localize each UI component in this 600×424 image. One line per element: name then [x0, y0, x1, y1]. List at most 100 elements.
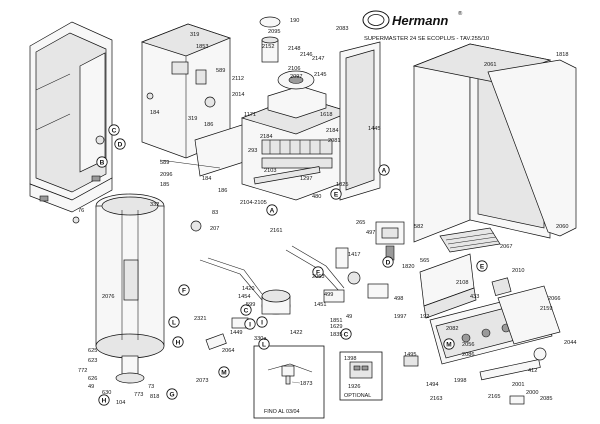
side-frame-panel — [29, 21, 113, 224]
optional-box: 1398 1926 OPTIONAL — [339, 351, 383, 401]
callout-a: A — [378, 164, 390, 176]
part-label: 772 — [78, 368, 87, 374]
part-label: 2165 — [488, 394, 500, 400]
part-label: 184 — [150, 110, 159, 116]
part-label: 480 — [312, 194, 321, 200]
part-label: 1825 — [336, 182, 348, 188]
callout-l-10: L — [258, 338, 270, 350]
callout-letter: I — [261, 319, 263, 326]
callout-c: C — [108, 124, 120, 136]
burner-exchanger-assembly — [240, 16, 352, 201]
callout-h: H — [172, 336, 184, 348]
callout-letter: L — [172, 319, 176, 326]
part-label: 2145 — [314, 72, 326, 78]
part-label: 2086 — [462, 352, 474, 358]
part-label: 1853 — [196, 44, 208, 50]
part-label: 1618 — [320, 112, 332, 118]
callout-e: E — [476, 260, 488, 272]
callout-a-2: A — [266, 204, 278, 216]
callout-letter: M — [446, 341, 451, 348]
part-label: 2085 — [540, 396, 552, 402]
callout-letter: C — [344, 331, 349, 338]
part-label: 2112 — [232, 76, 244, 82]
model-line: SUPERMASTER 24 SE ECOPLUS - TAV.255/10 — [364, 36, 489, 42]
inset-box-fino-al: 1873 FINO AL 03/04 — [253, 345, 325, 419]
callout-letter: D — [386, 259, 391, 266]
registered-mark: ® — [458, 10, 463, 17]
callout-letter: E — [480, 263, 485, 270]
part-label: 2104-2105 — [240, 200, 267, 206]
part-label: 2044 — [564, 340, 576, 346]
part-label: 73 — [148, 384, 154, 390]
callout-g: G — [166, 388, 178, 400]
part-label: 1629 — [330, 324, 342, 330]
part-label: 319 — [188, 116, 197, 122]
inset-box-caption: FINO AL 03/04 — [264, 409, 299, 415]
part-label: 2148 — [288, 46, 300, 52]
callout-i-9: I — [256, 316, 268, 328]
optional-box-caption: OPTIONAL — [344, 393, 371, 399]
gas-valve — [375, 221, 405, 261]
part-label: 83 — [212, 210, 218, 216]
part-label: 1818 — [556, 52, 568, 58]
part-label: 1495 — [404, 352, 416, 358]
part-label: 2163 — [430, 396, 442, 402]
part-label: 2161 — [270, 228, 282, 234]
part-label: 184 — [202, 176, 211, 182]
callout-letter: M — [221, 369, 226, 376]
part-label: 2073 — [196, 378, 208, 384]
part-label: 1851 — [330, 318, 342, 324]
part-label: 1171 — [244, 112, 256, 118]
part-label: 2063 — [312, 274, 324, 280]
part-label: 265 — [356, 220, 365, 226]
part-label: 207 — [210, 226, 219, 232]
callout-f: F — [312, 266, 324, 278]
callout-f-6: F — [178, 284, 190, 296]
callout-letter: C — [112, 127, 117, 134]
part-label: 2095 — [268, 29, 280, 35]
part-label: 565 — [420, 258, 429, 264]
part-label: 1997 — [394, 314, 406, 320]
part-label: 623 — [88, 358, 97, 364]
part-label: 626 — [88, 376, 97, 382]
inset-part-label: 1873 — [300, 381, 312, 387]
callout-i: I — [244, 318, 256, 330]
optional-part-label-0: 1398 — [344, 356, 356, 362]
callout-letter: E — [334, 191, 339, 198]
callout-c-11: C — [340, 328, 352, 340]
control-panel — [403, 253, 561, 405]
part-label: 818 — [150, 394, 159, 400]
part-label: 2146 — [300, 52, 312, 58]
callout-letter: A — [382, 167, 387, 174]
callout-letter: H — [176, 339, 181, 346]
expansion-tank — [95, 193, 165, 384]
part-label: 1420 — [242, 286, 254, 292]
part-label: 186 — [218, 188, 227, 194]
part-label: 1454 — [238, 294, 250, 300]
part-label: 2067 — [500, 244, 512, 250]
part-label: 1449 — [230, 330, 242, 336]
callout-letter: A — [270, 207, 275, 214]
callout-letter: I — [249, 321, 251, 328]
part-label: 412 — [528, 368, 537, 374]
part-label: 2184 — [260, 134, 272, 140]
part-label: 2083 — [336, 26, 348, 32]
callout-letter: H — [102, 397, 107, 404]
part-label: 49 — [88, 384, 94, 390]
part-label: 2061 — [484, 62, 496, 68]
part-label: 589 — [216, 68, 225, 74]
part-label: 2103 — [264, 168, 276, 174]
callout-c-3: C — [240, 304, 252, 316]
part-label: 2147 — [312, 56, 324, 62]
brand-logo: Hermann ® — [362, 10, 463, 30]
part-label: 1835 — [330, 332, 342, 338]
part-label: 2001 — [512, 382, 524, 388]
callout-m: M — [218, 366, 230, 378]
part-label: 1417 — [348, 252, 360, 258]
part-label: 2076 — [102, 294, 114, 300]
part-label: 1451 — [314, 302, 326, 308]
part-label: 2081 — [328, 138, 340, 144]
